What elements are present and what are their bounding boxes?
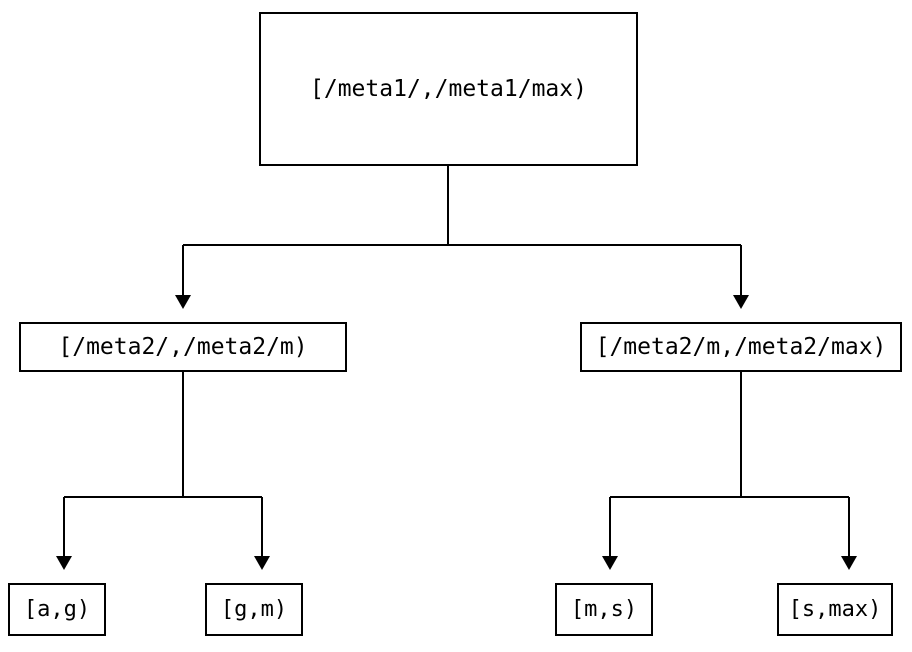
tree-node-leaf-g-m[interactable]: [g,m) bbox=[205, 583, 303, 636]
tree-node-meta2-left[interactable]: [/meta2/,/meta2/m) bbox=[19, 322, 347, 372]
arrowhead-icon-meta2-right bbox=[733, 295, 749, 309]
tree-node-leaf-a-g[interactable]: [a,g) bbox=[8, 583, 106, 636]
tree-node-leaf-m-s[interactable]: [m,s) bbox=[555, 583, 653, 636]
tree-node-root[interactable]: [/meta1/,/meta1/max) bbox=[259, 12, 638, 166]
arrowhead-icon-leaf-a-g bbox=[56, 556, 72, 570]
tree-node-leaf-s-max-label: [s,max) bbox=[788, 596, 882, 622]
tree-node-meta2-right[interactable]: [/meta2/m,/meta2/max) bbox=[580, 322, 902, 372]
tree-node-leaf-s-max[interactable]: [s,max) bbox=[777, 583, 893, 636]
tree-node-meta2-right-label: [/meta2/m,/meta2/max) bbox=[595, 333, 887, 360]
tree-node-leaf-a-g-label: [a,g) bbox=[23, 596, 91, 622]
tree-node-leaf-g-m-label: [g,m) bbox=[220, 596, 288, 622]
arrowhead-icon-leaf-s-max bbox=[841, 556, 857, 570]
tree-node-leaf-m-s-label: [m,s) bbox=[570, 596, 638, 622]
tree-node-meta2-left-label: [/meta2/,/meta2/m) bbox=[58, 333, 308, 360]
arrowhead-icon-leaf-m-s bbox=[602, 556, 618, 570]
arrowhead-icon-meta2-left bbox=[175, 295, 191, 309]
arrowhead-icon-leaf-g-m bbox=[254, 556, 270, 570]
tree-node-root-label: [/meta1/,/meta1/max) bbox=[310, 75, 587, 102]
